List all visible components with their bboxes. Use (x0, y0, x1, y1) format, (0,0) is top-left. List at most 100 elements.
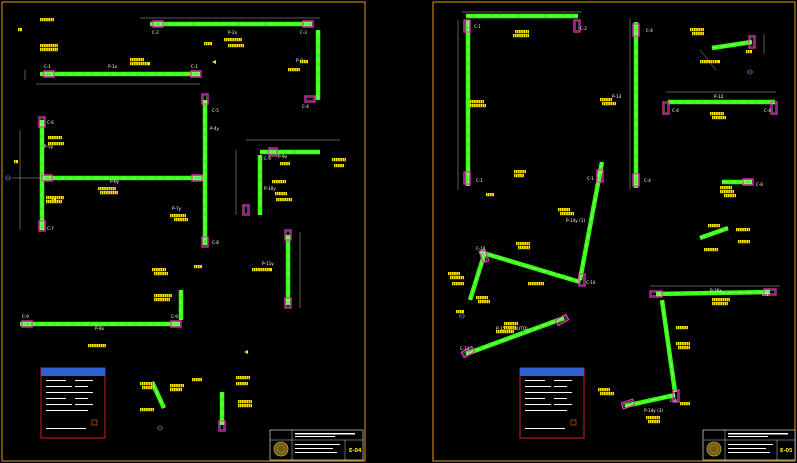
annotation-bar (448, 272, 460, 276)
column-c5 (662, 101, 670, 115)
column-c12 (554, 313, 570, 327)
axis-marker-icon (747, 69, 753, 75)
annotation-bar (238, 404, 252, 408)
label-p1x: P-1x (108, 64, 118, 69)
annotation-bar (280, 162, 290, 166)
label-p5y: P-5y (44, 144, 54, 149)
label-p2x: P-2x (228, 30, 238, 35)
column-c17 (672, 389, 680, 403)
label-c1: C-1 (44, 64, 51, 69)
axis-marker-icon (459, 313, 465, 319)
annotation-bar (46, 196, 64, 200)
beam-middle (479, 249, 581, 285)
legend-rows (46, 380, 98, 429)
left-columns (21, 20, 316, 432)
column-c11 (284, 229, 292, 241)
axis-marker-icon (5, 175, 11, 181)
annotation-bar (130, 58, 144, 62)
column-c3 (302, 20, 314, 28)
annotation-bar (680, 402, 690, 406)
annotation-bar (600, 392, 614, 396)
annotation-bar (204, 42, 212, 46)
column-c2-top (573, 19, 581, 33)
column-c14 (578, 273, 586, 287)
right-legend-table (519, 367, 585, 439)
annotation-bar (676, 342, 690, 346)
annotation-bar (275, 192, 287, 196)
column-c6 (38, 116, 46, 128)
right-title-block: E-05 (702, 429, 796, 461)
annotation-bar (516, 242, 530, 246)
annotation-bar (154, 294, 172, 298)
sheet-code: E-05 (780, 448, 793, 454)
beam-short-a (711, 39, 753, 51)
annotation-bar (238, 400, 252, 404)
sheet-left-border (1, 1, 366, 462)
label-p13: P-13 (612, 94, 622, 99)
annotation-bar (332, 158, 346, 162)
column-c7 (748, 35, 756, 49)
label-c6: C-6 (47, 120, 54, 125)
annotation-bar (52, 198, 56, 202)
annotation-bar (140, 382, 154, 386)
column-c7b (191, 174, 203, 182)
right-columns (460, 19, 778, 410)
annotation-bar (40, 44, 58, 48)
annotation-bar (736, 228, 750, 232)
legend-rows (525, 380, 577, 429)
label-p7y: P-7y (172, 206, 182, 211)
annotation-bar (48, 136, 62, 140)
annotation-bar (496, 330, 514, 334)
seal-icon (273, 441, 289, 457)
label-p9x: P-9x (278, 154, 288, 159)
label-p10y: P-10y (264, 186, 276, 191)
annotation-bar (518, 246, 530, 250)
label-c2-top: C-2 (580, 26, 587, 31)
annotation-bar (40, 18, 54, 22)
label-c1-top: C-1 (474, 24, 481, 29)
annotation-bar (40, 48, 58, 52)
annotation-bar (470, 100, 484, 104)
column-c2 (152, 20, 164, 28)
column-c9 (596, 169, 604, 183)
annotation-bar (288, 68, 300, 72)
annotation-bar (692, 32, 704, 36)
legend-header (41, 368, 105, 376)
label-c1b: C-1 (191, 64, 198, 69)
label-c2: C-2 (152, 30, 159, 35)
label-c3: C-3 (300, 30, 307, 35)
label-p11y: P-11y (262, 261, 274, 266)
annotation-bar (712, 298, 730, 302)
column-c10 (478, 248, 490, 264)
legend-frame (519, 367, 585, 439)
column-c1 (43, 70, 55, 78)
annotation-bar (514, 170, 526, 174)
label-c8: C-8 (212, 240, 219, 245)
annotation-bar (700, 60, 720, 64)
label-p4y: P-4y (210, 126, 220, 131)
annotation-bar (174, 218, 188, 222)
annotation-bar (170, 384, 184, 388)
annotation-bar (276, 198, 292, 202)
annotation-bar (170, 388, 182, 392)
annotation-bar (560, 212, 574, 216)
column-c1-top (463, 19, 471, 33)
left-annotations: P-1xP-2xP-3yP-4yP-5yP-6yP-7yP-8xP-9xP-10… (5, 17, 346, 431)
annotation-bar (18, 28, 22, 32)
column-corner (268, 147, 278, 157)
annotation-bar (470, 104, 486, 108)
label-c14: C-14 (586, 280, 596, 285)
label-c7: C-7 (47, 226, 54, 231)
annotation-bar (14, 160, 18, 164)
section-arrow-icon (212, 60, 216, 64)
annotation-bar (708, 224, 720, 228)
label-c4-bottom: C-4 (644, 178, 651, 183)
label-p16x: P-16x (710, 288, 722, 293)
annotation-bar (690, 28, 704, 32)
annotation-bar (154, 298, 170, 302)
annotation-bar (88, 344, 106, 348)
annotation-bar (194, 265, 202, 269)
annotation-bar (676, 326, 688, 330)
